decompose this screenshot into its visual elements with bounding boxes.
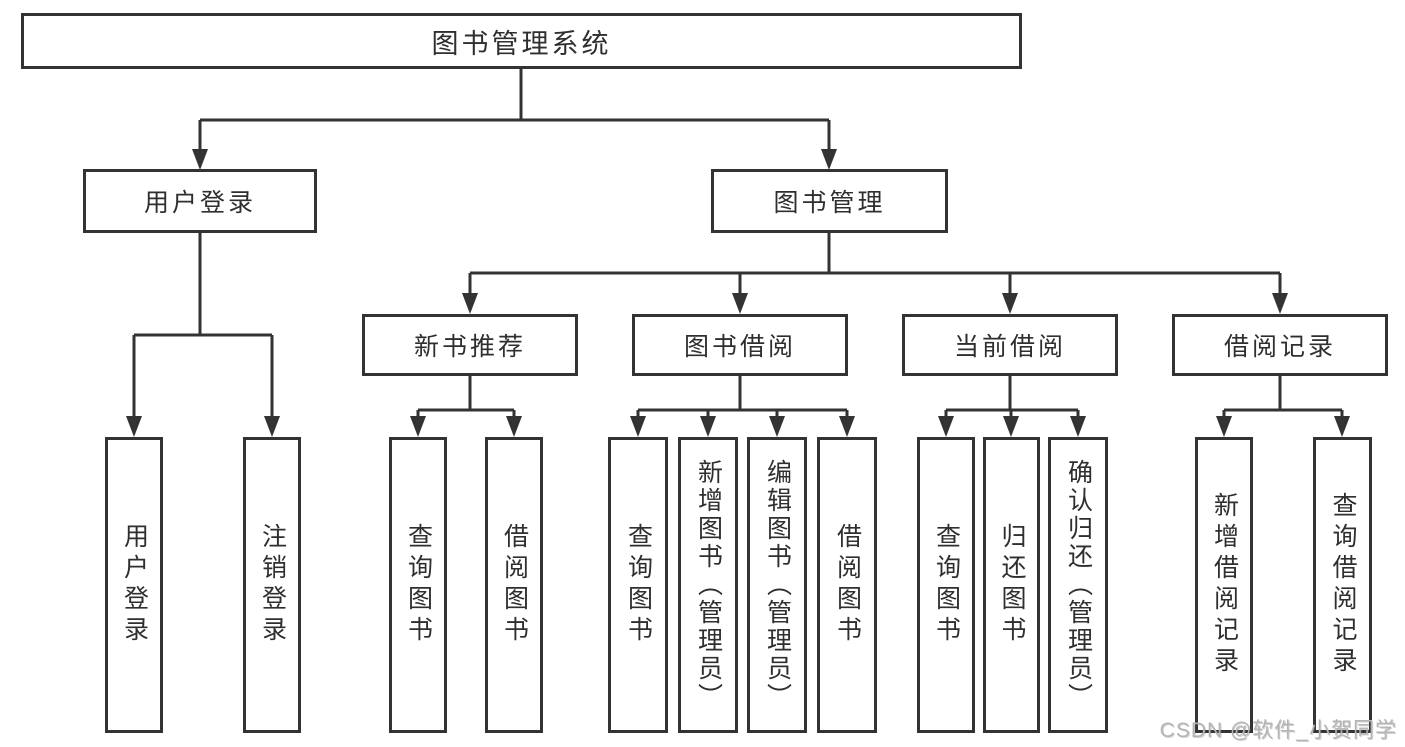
node-label: 归还图书: [998, 523, 1026, 647]
node-label: 新书推荐: [413, 333, 526, 361]
node-current-borrowing: 当前借阅: [902, 314, 1118, 376]
node-label: 用户登录: [120, 523, 149, 647]
node-borrowing-records: 借阅记录: [1172, 314, 1388, 376]
leaf-logout: 注销登录: [243, 437, 301, 733]
node-label: 注销登录: [258, 523, 287, 647]
node-label: 图书管理系统: [431, 28, 612, 59]
leaf-confirm-return-admin: 确认归还（管理员）: [1048, 437, 1108, 733]
leaf-user-login: 用户登录: [105, 437, 163, 733]
leaf-query-books-recommend: 查询图书: [389, 437, 447, 733]
leaf-borrow-books-recommend: 借阅图书: [485, 437, 543, 733]
leaf-edit-books-admin: 编辑图书（管理员）: [747, 437, 807, 733]
node-new-book-recommend: 新书推荐: [362, 314, 578, 376]
node-label: 编辑图书（管理员）: [763, 459, 792, 711]
node-label: 借阅图书: [833, 523, 862, 647]
node-label: 借阅图书: [500, 523, 529, 647]
node-label: 用户登录: [143, 189, 256, 217]
node-label: 查询图书: [624, 523, 653, 647]
node-label: 查询借阅记录: [1329, 492, 1357, 678]
node-label: 新增图书（管理员）: [694, 459, 723, 711]
leaf-query-borrow-record: 查询借阅记录: [1313, 437, 1372, 733]
node-label: 新增借阅记录: [1210, 492, 1239, 678]
csdn-watermark: CSDN @软件_小贺同学: [1159, 719, 1397, 742]
leaf-query-books-borrowing: 查询图书: [608, 437, 668, 733]
node-label: 查询图书: [404, 523, 433, 647]
leaf-add-borrow-record: 新增借阅记录: [1195, 437, 1253, 733]
node-book-borrowing: 图书借阅: [632, 314, 848, 376]
node-root-system: 图书管理系统: [21, 13, 1022, 69]
leaf-return-books: 归还图书: [983, 437, 1040, 733]
node-user-login: 用户登录: [83, 169, 317, 233]
node-label: 借阅记录: [1223, 333, 1336, 361]
leaf-add-books-admin: 新增图书（管理员）: [678, 437, 738, 733]
leaf-borrow-books-borrowing: 借阅图书: [817, 437, 877, 733]
node-book-management: 图书管理: [711, 169, 948, 233]
node-label: 图书借阅: [683, 333, 796, 361]
node-label: 确认归还（管理员）: [1064, 459, 1093, 711]
node-label: 图书管理: [773, 189, 886, 217]
node-label: 查询图书: [932, 523, 961, 647]
node-label: 当前借阅: [953, 333, 1066, 361]
leaf-query-books-current: 查询图书: [917, 437, 975, 733]
